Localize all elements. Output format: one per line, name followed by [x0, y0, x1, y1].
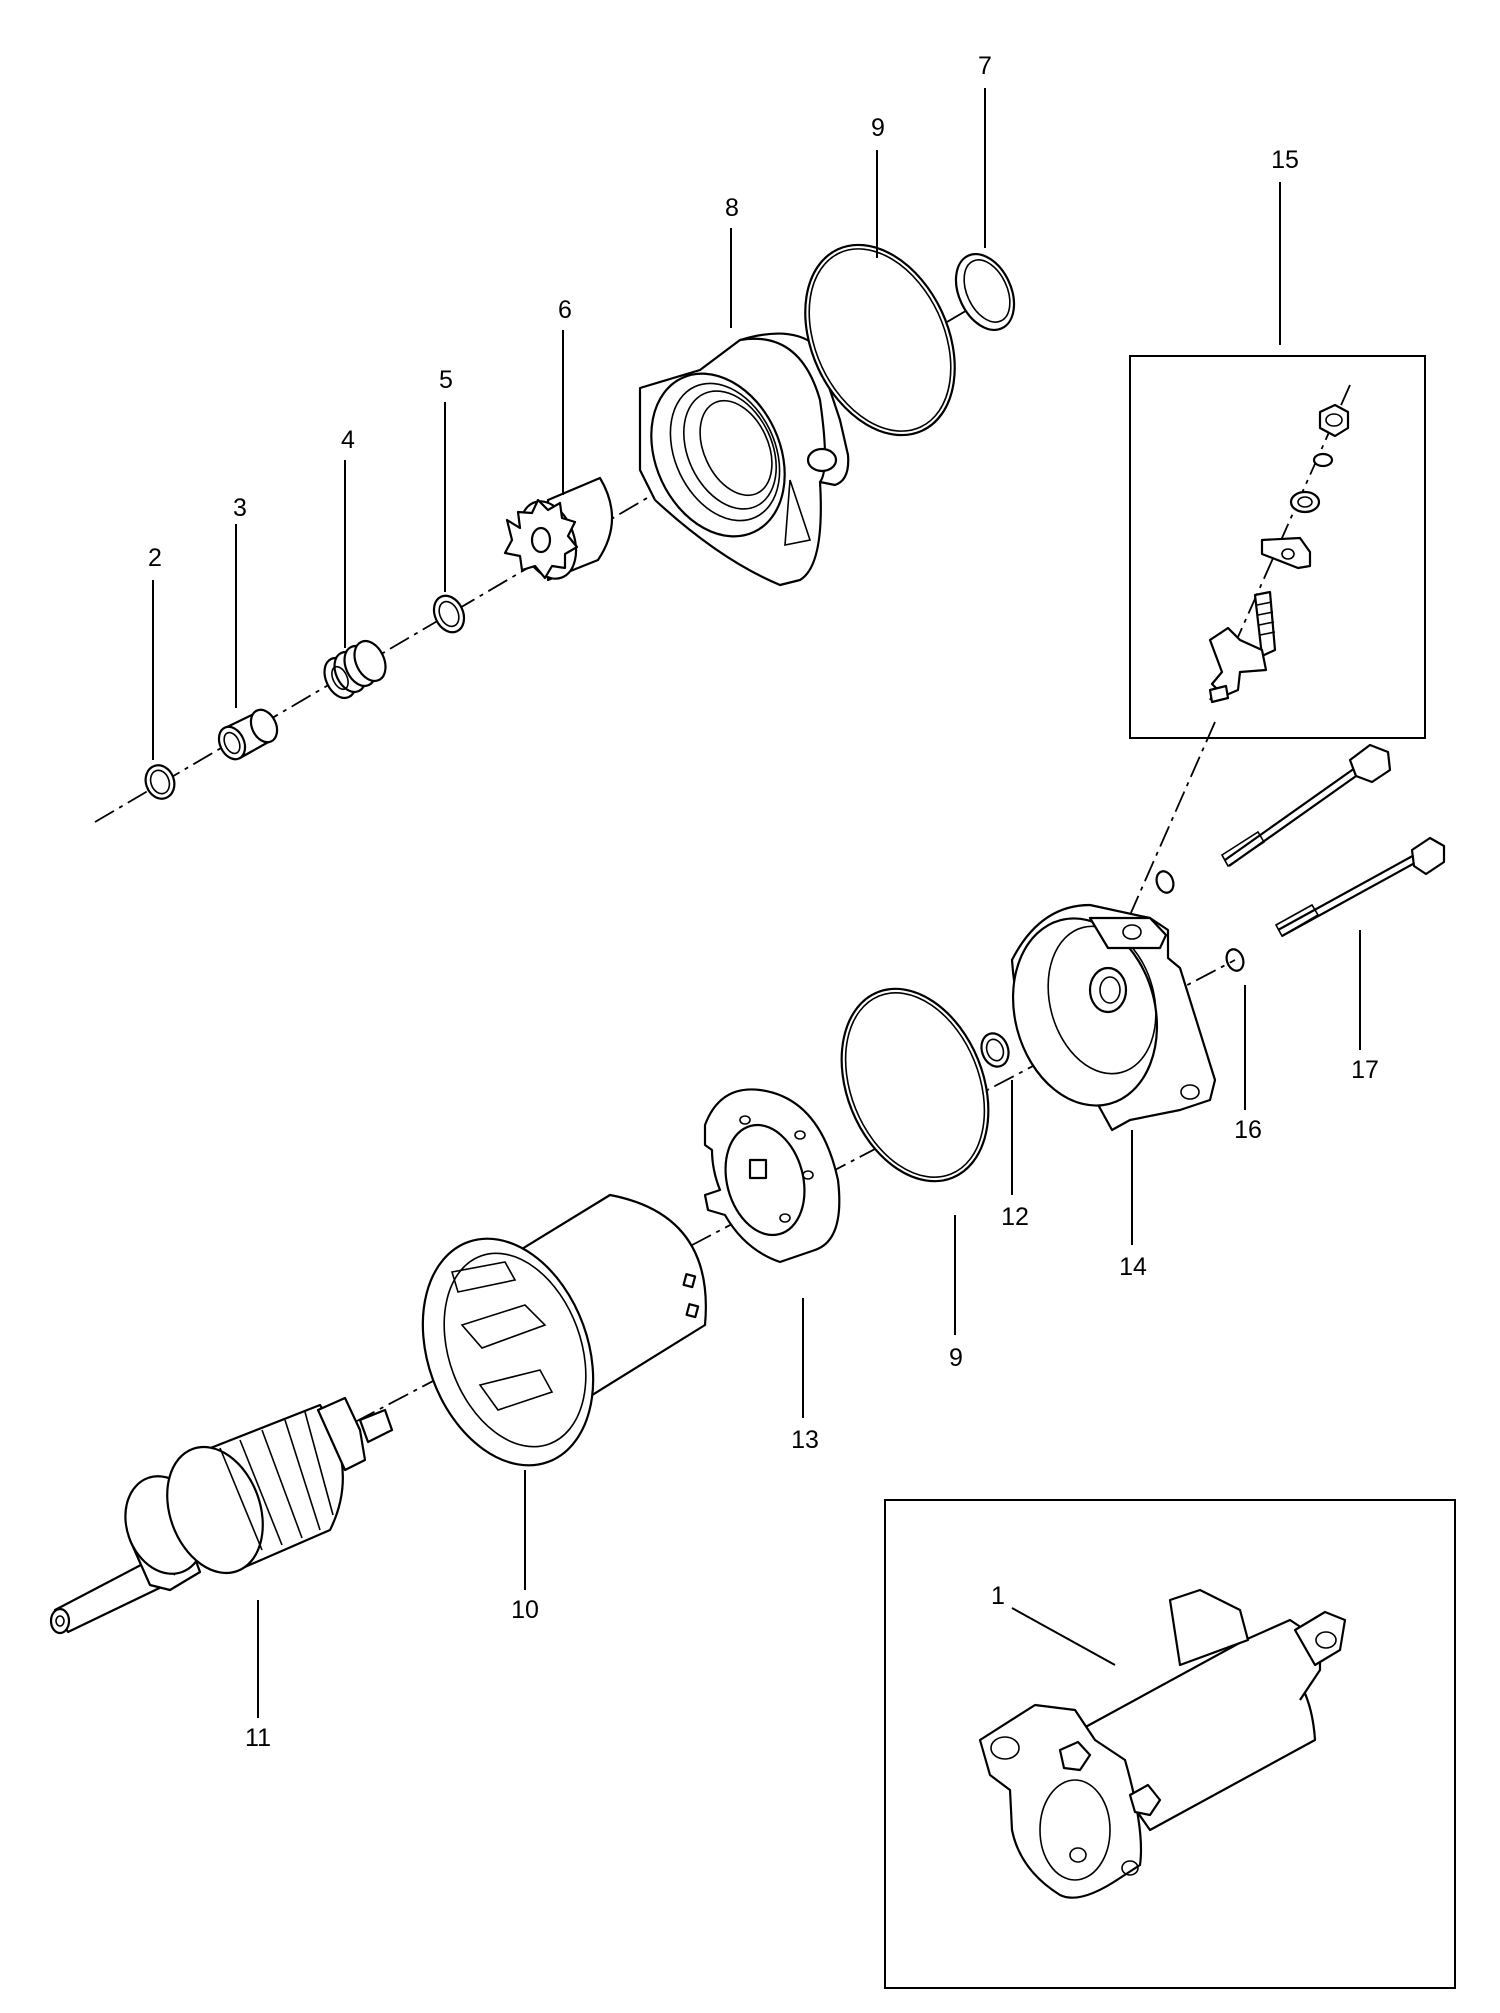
callout-2: 2: [148, 544, 162, 572]
part-9-o-ring-upper[interactable]: [776, 221, 984, 460]
part-5-washer[interactable]: [428, 591, 469, 637]
part-15-inset-box: [1129, 355, 1426, 739]
part-14-commutator-end-frame[interactable]: [993, 902, 1217, 1132]
callout-10: 10: [511, 1596, 539, 1624]
part-17-through-bolt-upper[interactable]: [1220, 743, 1392, 868]
part-16-washer-upper[interactable]: [1154, 869, 1177, 895]
callout-15: 15: [1271, 146, 1299, 174]
part-12-washer[interactable]: [977, 1030, 1013, 1071]
part-1-starter-motor-assembly[interactable]: [978, 1588, 1347, 1899]
part-13-brush-plate[interactable]: [703, 1088, 841, 1264]
callout-8: 8: [725, 194, 739, 222]
part-7-ring[interactable]: [945, 245, 1026, 339]
leader-lines: [152, 88, 1361, 1718]
part-1-inset-box: [884, 1499, 1456, 1989]
part-15-terminal-kit[interactable]: [1208, 384, 1351, 704]
part-10-yoke[interactable]: [393, 1193, 707, 1489]
callout-7: 7: [978, 52, 992, 80]
callout-5: 5: [439, 366, 453, 394]
callout-labels: 2 3 4 5 6 8 9 7 15 17 16 12 14 9 13 10 1…: [148, 52, 1379, 1752]
callout-6: 6: [558, 296, 572, 324]
part-4-spring[interactable]: [318, 636, 391, 703]
part-8-drive-end-housing[interactable]: [626, 332, 850, 587]
part-11-armature[interactable]: [49, 1396, 394, 1635]
callout-13: 13: [791, 1426, 819, 1454]
callout-4: 4: [341, 426, 355, 454]
callout-9b: 9: [949, 1344, 963, 1372]
callout-12: 12: [1001, 1203, 1029, 1231]
part-3-collar[interactable]: [214, 706, 282, 764]
callout-17: 17: [1351, 1056, 1379, 1084]
part-17-through-bolt-lower[interactable]: [1274, 836, 1446, 938]
part-6-pinion-gear[interactable]: [503, 476, 614, 586]
callout-9a: 9: [871, 114, 885, 142]
part-9-o-ring-lower[interactable]: [814, 967, 1015, 1203]
callout-11: 11: [245, 1724, 271, 1752]
callout-14: 14: [1119, 1253, 1147, 1281]
part-15-pointer-line: [1129, 721, 1216, 916]
callout-3: 3: [233, 494, 247, 522]
leader-line-1: [1011, 1607, 1116, 1666]
callout-1: 1: [991, 1582, 1005, 1610]
part-2-snap-ring[interactable]: [141, 761, 179, 803]
callout-16: 16: [1234, 1116, 1262, 1144]
